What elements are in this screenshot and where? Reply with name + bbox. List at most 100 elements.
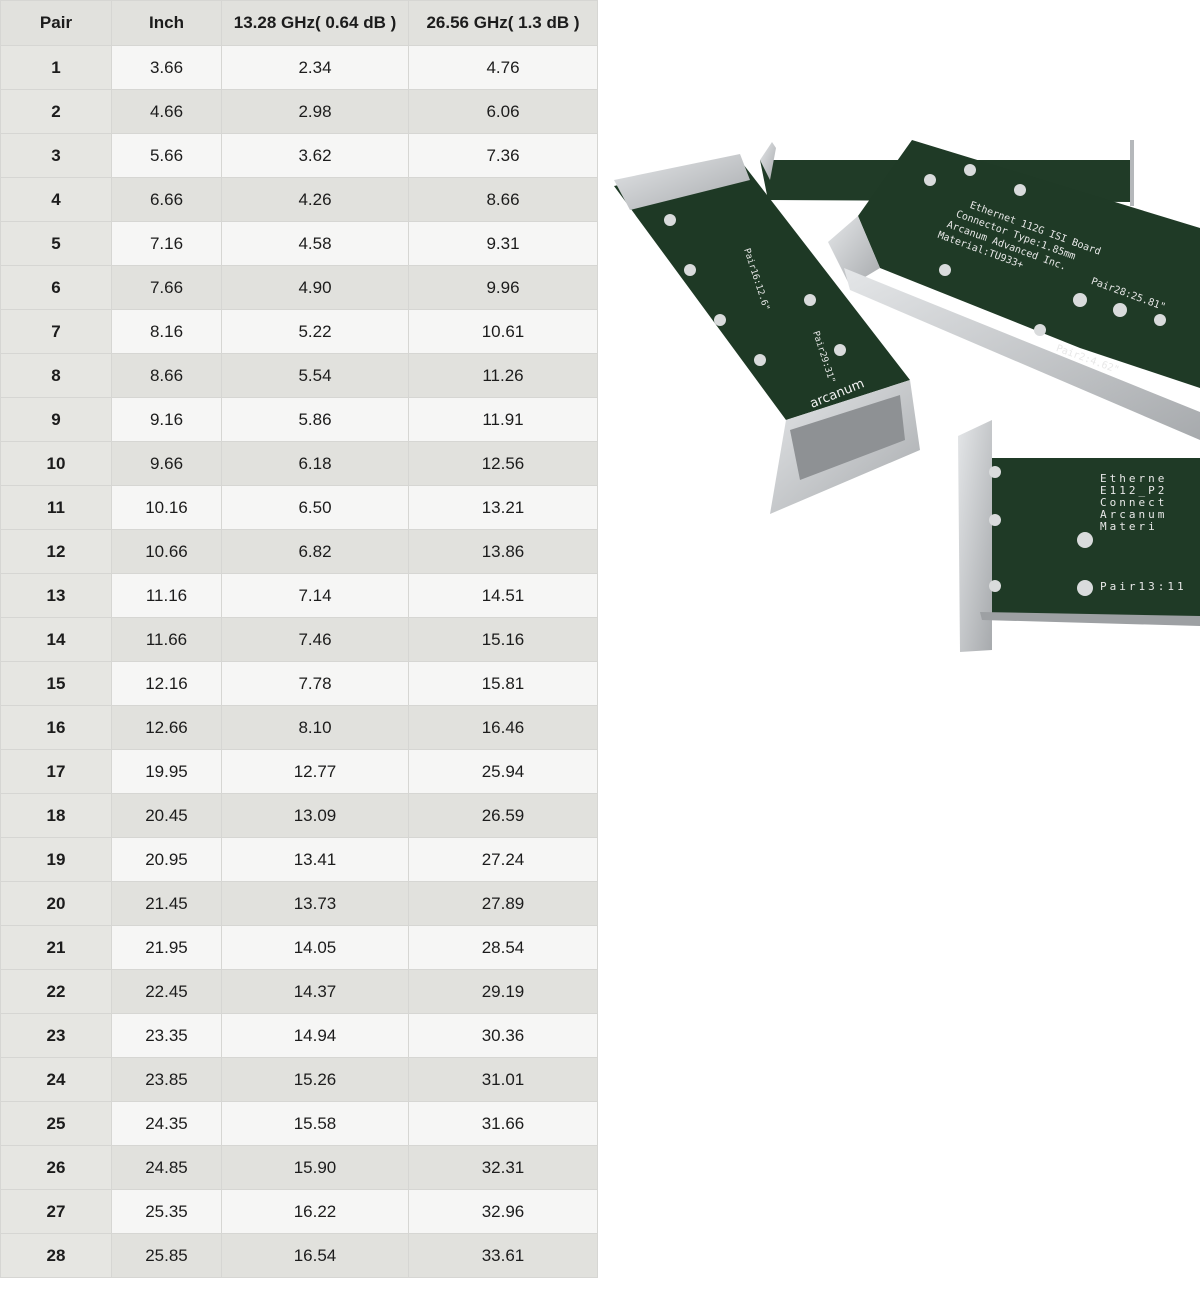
- cell-26ghz: 33.61: [408, 1233, 598, 1278]
- cell-inch: 25.85: [111, 1233, 222, 1278]
- cell-inch: 22.45: [111, 969, 222, 1014]
- cell-13ghz: 13.73: [221, 881, 409, 926]
- cell-pair: 25: [0, 1101, 112, 1146]
- cell-inch: 10.66: [111, 529, 222, 574]
- pcb-board-right: Ethernet 112G ISI Board Connector Type:1…: [828, 140, 1200, 440]
- cell-26ghz: 11.91: [408, 397, 598, 442]
- cell-inch: 23.85: [111, 1057, 222, 1102]
- cell-pair: 8: [0, 353, 112, 398]
- cell-pair: 19: [0, 837, 112, 882]
- cell-26ghz: 9.96: [408, 265, 598, 310]
- cell-pair: 6: [0, 265, 112, 310]
- cell-26ghz: 16.46: [408, 705, 598, 750]
- cell-13ghz: 4.90: [221, 265, 409, 310]
- header-26ghz: 26.56 GHz( 1.3 dB ): [408, 0, 598, 46]
- cell-13ghz: 14.37: [221, 969, 409, 1014]
- isi-board-photo: Ethernet 112G ISI Board Connector Type:1…: [614, 140, 1200, 652]
- cell-13ghz: 6.50: [221, 485, 409, 530]
- cell-26ghz: 29.19: [408, 969, 598, 1014]
- cell-13ghz: 6.18: [221, 441, 409, 486]
- cell-26ghz: 13.86: [408, 529, 598, 574]
- cell-inch: 9.16: [111, 397, 222, 442]
- cell-26ghz: 31.66: [408, 1101, 598, 1146]
- table-header-row: Pair Inch 13.28 GHz( 0.64 dB ) 26.56 GHz…: [0, 0, 598, 46]
- header-inch: Inch: [111, 0, 222, 46]
- cell-inch: 20.45: [111, 793, 222, 838]
- board3-material-text: Materi: [1100, 520, 1158, 533]
- cell-pair: 17: [0, 749, 112, 794]
- cell-13ghz: 7.14: [221, 573, 409, 618]
- cell-inch: 9.66: [111, 441, 222, 486]
- cell-pair: 22: [0, 969, 112, 1014]
- board3-title-text: Etherne: [1100, 472, 1167, 485]
- cell-inch: 24.85: [111, 1145, 222, 1190]
- cell-pair: 24: [0, 1057, 112, 1102]
- cell-inch: 11.16: [111, 573, 222, 618]
- cell-26ghz: 9.31: [408, 221, 598, 266]
- cell-inch: 5.66: [111, 133, 222, 178]
- cell-pair: 13: [0, 573, 112, 618]
- cell-inch: 8.16: [111, 309, 222, 354]
- board3-model-text: E112_P2: [1100, 484, 1167, 497]
- cell-pair: 1: [0, 45, 112, 90]
- cell-pair: 20: [0, 881, 112, 926]
- cell-26ghz: 27.24: [408, 837, 598, 882]
- cell-inch: 6.66: [111, 177, 222, 222]
- cell-13ghz: 15.26: [221, 1057, 409, 1102]
- cell-26ghz: 30.36: [408, 1013, 598, 1058]
- cell-13ghz: 16.54: [221, 1233, 409, 1278]
- cell-13ghz: 14.94: [221, 1013, 409, 1058]
- cell-pair: 16: [0, 705, 112, 750]
- board3-connector-text: Connect: [1100, 496, 1167, 509]
- cell-inch: 12.16: [111, 661, 222, 706]
- cell-26ghz: 32.96: [408, 1189, 598, 1234]
- isi-loss-table: Pair Inch 13.28 GHz( 0.64 dB ) 26.56 GHz…: [0, 0, 598, 1278]
- pcb-board-left: Pair16:12.6" Pair29:31" arcanum: [614, 154, 920, 514]
- cell-13ghz: 7.46: [221, 617, 409, 662]
- cell-13ghz: 16.22: [221, 1189, 409, 1234]
- header-13ghz: 13.28 GHz( 0.64 dB ): [221, 0, 409, 46]
- cell-inch: 23.35: [111, 1013, 222, 1058]
- cell-26ghz: 8.66: [408, 177, 598, 222]
- cell-26ghz: 27.89: [408, 881, 598, 926]
- cell-26ghz: 26.59: [408, 793, 598, 838]
- cell-26ghz: 12.56: [408, 441, 598, 486]
- cell-13ghz: 5.22: [221, 309, 409, 354]
- cell-13ghz: 14.05: [221, 925, 409, 970]
- cell-26ghz: 25.94: [408, 749, 598, 794]
- cell-26ghz: 15.81: [408, 661, 598, 706]
- cell-pair: 28: [0, 1233, 112, 1278]
- cell-13ghz: 4.26: [221, 177, 409, 222]
- cell-13ghz: 6.82: [221, 529, 409, 574]
- board3-maker-text: Arcanum: [1100, 508, 1167, 521]
- cell-13ghz: 2.34: [221, 45, 409, 90]
- sma-connector-icons: [924, 164, 1166, 336]
- cell-26ghz: 11.26: [408, 353, 598, 398]
- cell-inch: 21.95: [111, 925, 222, 970]
- cell-13ghz: 3.62: [221, 133, 409, 178]
- cell-pair: 3: [0, 133, 112, 178]
- cell-26ghz: 13.21: [408, 485, 598, 530]
- cell-inch: 24.35: [111, 1101, 222, 1146]
- cell-13ghz: 8.10: [221, 705, 409, 750]
- cell-26ghz: 28.54: [408, 925, 598, 970]
- cell-pair: 7: [0, 309, 112, 354]
- cell-pair: 5: [0, 221, 112, 266]
- cell-pair: 18: [0, 793, 112, 838]
